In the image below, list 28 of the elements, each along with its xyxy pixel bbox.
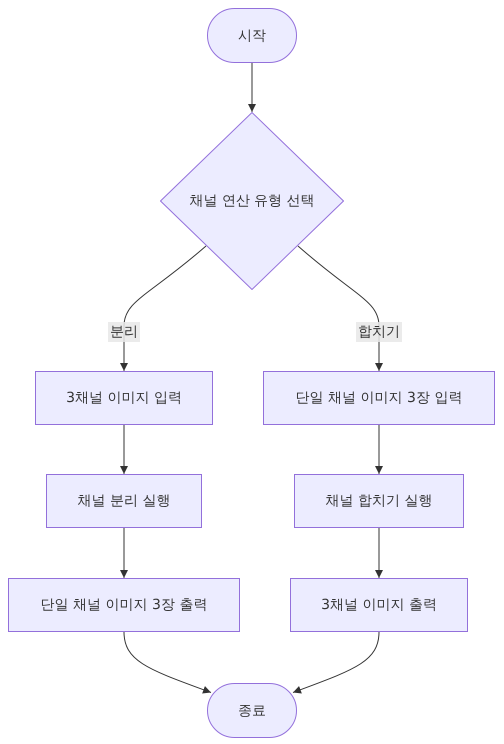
- arrow: [375, 528, 383, 578]
- arrow: [375, 424, 383, 474]
- node-label: 채널 합치기 실행: [326, 492, 432, 510]
- arrow: [120, 246, 206, 372]
- arrow: [124, 632, 212, 694]
- process-box: [263, 371, 495, 425]
- arrow: [248, 62, 256, 112]
- node-label: 채널 분리 실행: [78, 492, 170, 510]
- process-box: [35, 371, 213, 425]
- node-label: 종료: [238, 702, 266, 720]
- node-label: 단일 채널 이미지 3장 출력: [40, 596, 208, 614]
- node-label: 3채널 이미지 입력: [66, 389, 182, 407]
- terminal-node: [207, 683, 297, 738]
- node-label: 채널 연산 유형 선택: [189, 192, 315, 210]
- arrow: [120, 424, 128, 474]
- edge-label: 합치기: [356, 322, 402, 342]
- arrow: [292, 632, 380, 694]
- node-label: 시작: [238, 26, 266, 44]
- arrow: [298, 246, 383, 372]
- arrow: [120, 528, 128, 578]
- process-box: [294, 474, 464, 528]
- node-label: 3채널 이미지 출력: [321, 596, 437, 614]
- decision-diamond: [160, 112, 344, 290]
- process-box: [46, 474, 202, 528]
- edge-label: 분리: [108, 322, 140, 342]
- node-label: 단일 채널 이미지 3장 입력: [296, 389, 462, 407]
- process-box: [8, 578, 240, 632]
- process-box: [290, 578, 468, 632]
